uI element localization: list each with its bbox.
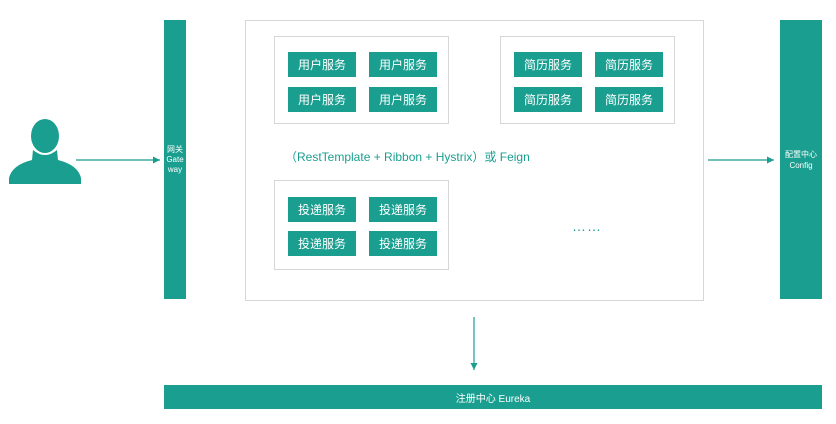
registry-bar: 注册中心 Eureka [164,385,822,409]
gateway-label-cn: 网关 [167,144,183,154]
config-center-bar: 配置中心 Config [780,20,822,299]
resume-service-group [500,36,675,124]
resume-service-node: 简历服务 [595,87,663,112]
delivery-service-node: 投递服务 [369,231,437,256]
delivery-service-group [274,180,449,270]
resume-service-node: 简历服务 [514,52,582,77]
delivery-service-node: 投递服务 [288,231,356,256]
config-label-cn: 配置中心 [785,149,817,159]
more-services-ellipsis: …… [572,218,602,234]
call-technology-label: （RestTemplate + Ribbon + Hystrix）或 Feign [285,150,530,164]
delivery-service-node: 投递服务 [288,197,356,222]
gateway-label-en-2: way [167,164,183,174]
user-silhouette-icon [9,119,81,184]
config-label-en: Config [789,160,813,170]
user-service-node: 用户服务 [369,52,437,77]
user-service-node: 用户服务 [369,87,437,112]
registry-label: 注册中心 Eureka [455,393,531,405]
delivery-service-node: 投递服务 [369,197,437,222]
resume-service-node: 简历服务 [595,52,663,77]
user-service-node: 用户服务 [288,52,356,77]
gateway-bar: 网关 Gate way [164,20,186,299]
gateway-label-en-1: Gate [166,154,184,164]
user-service-node: 用户服务 [288,87,356,112]
resume-service-node: 简历服务 [514,87,582,112]
